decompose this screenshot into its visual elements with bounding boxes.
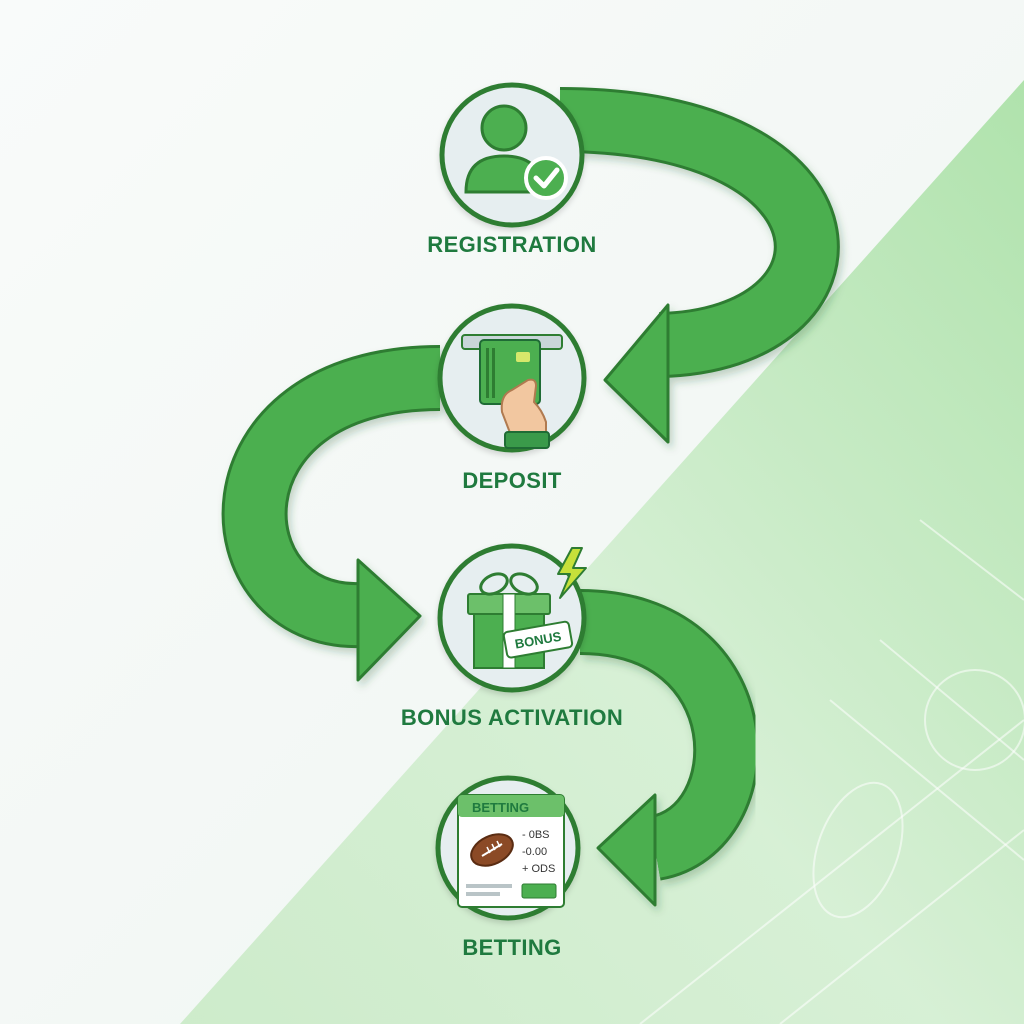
slip-header: BETTING [472, 800, 529, 815]
step-label-deposit: DEPOSIT [462, 468, 562, 493]
slip-line-2: -0.00 [522, 846, 547, 858]
bonus-badge: BONUS [502, 620, 574, 659]
arrow-deposit-to-bonus [221, 345, 441, 682]
card-payment-icon [461, 334, 563, 449]
arrow-bonus-to-betting [578, 589, 760, 907]
step-label-bonus-activation: BONUS ACTIVATION [400, 705, 624, 730]
user-check-icon [464, 104, 568, 200]
football-icon [470, 833, 514, 867]
lightning-icon [557, 547, 587, 599]
step-label-betting: BETTING [462, 935, 562, 960]
arrow-registration-to-deposit [559, 87, 840, 444]
betting-slip-icon: BETTING - 0BS -0.00 + ODS [457, 794, 565, 908]
step-label-registration: REGISTRATION [427, 232, 597, 257]
slip-line-1: - 0BS [522, 829, 550, 841]
slip-line-3: + ODS [522, 863, 555, 875]
field-lines-decoration [639, 519, 1024, 1024]
gift-bonus-icon: BONUS [467, 547, 587, 669]
